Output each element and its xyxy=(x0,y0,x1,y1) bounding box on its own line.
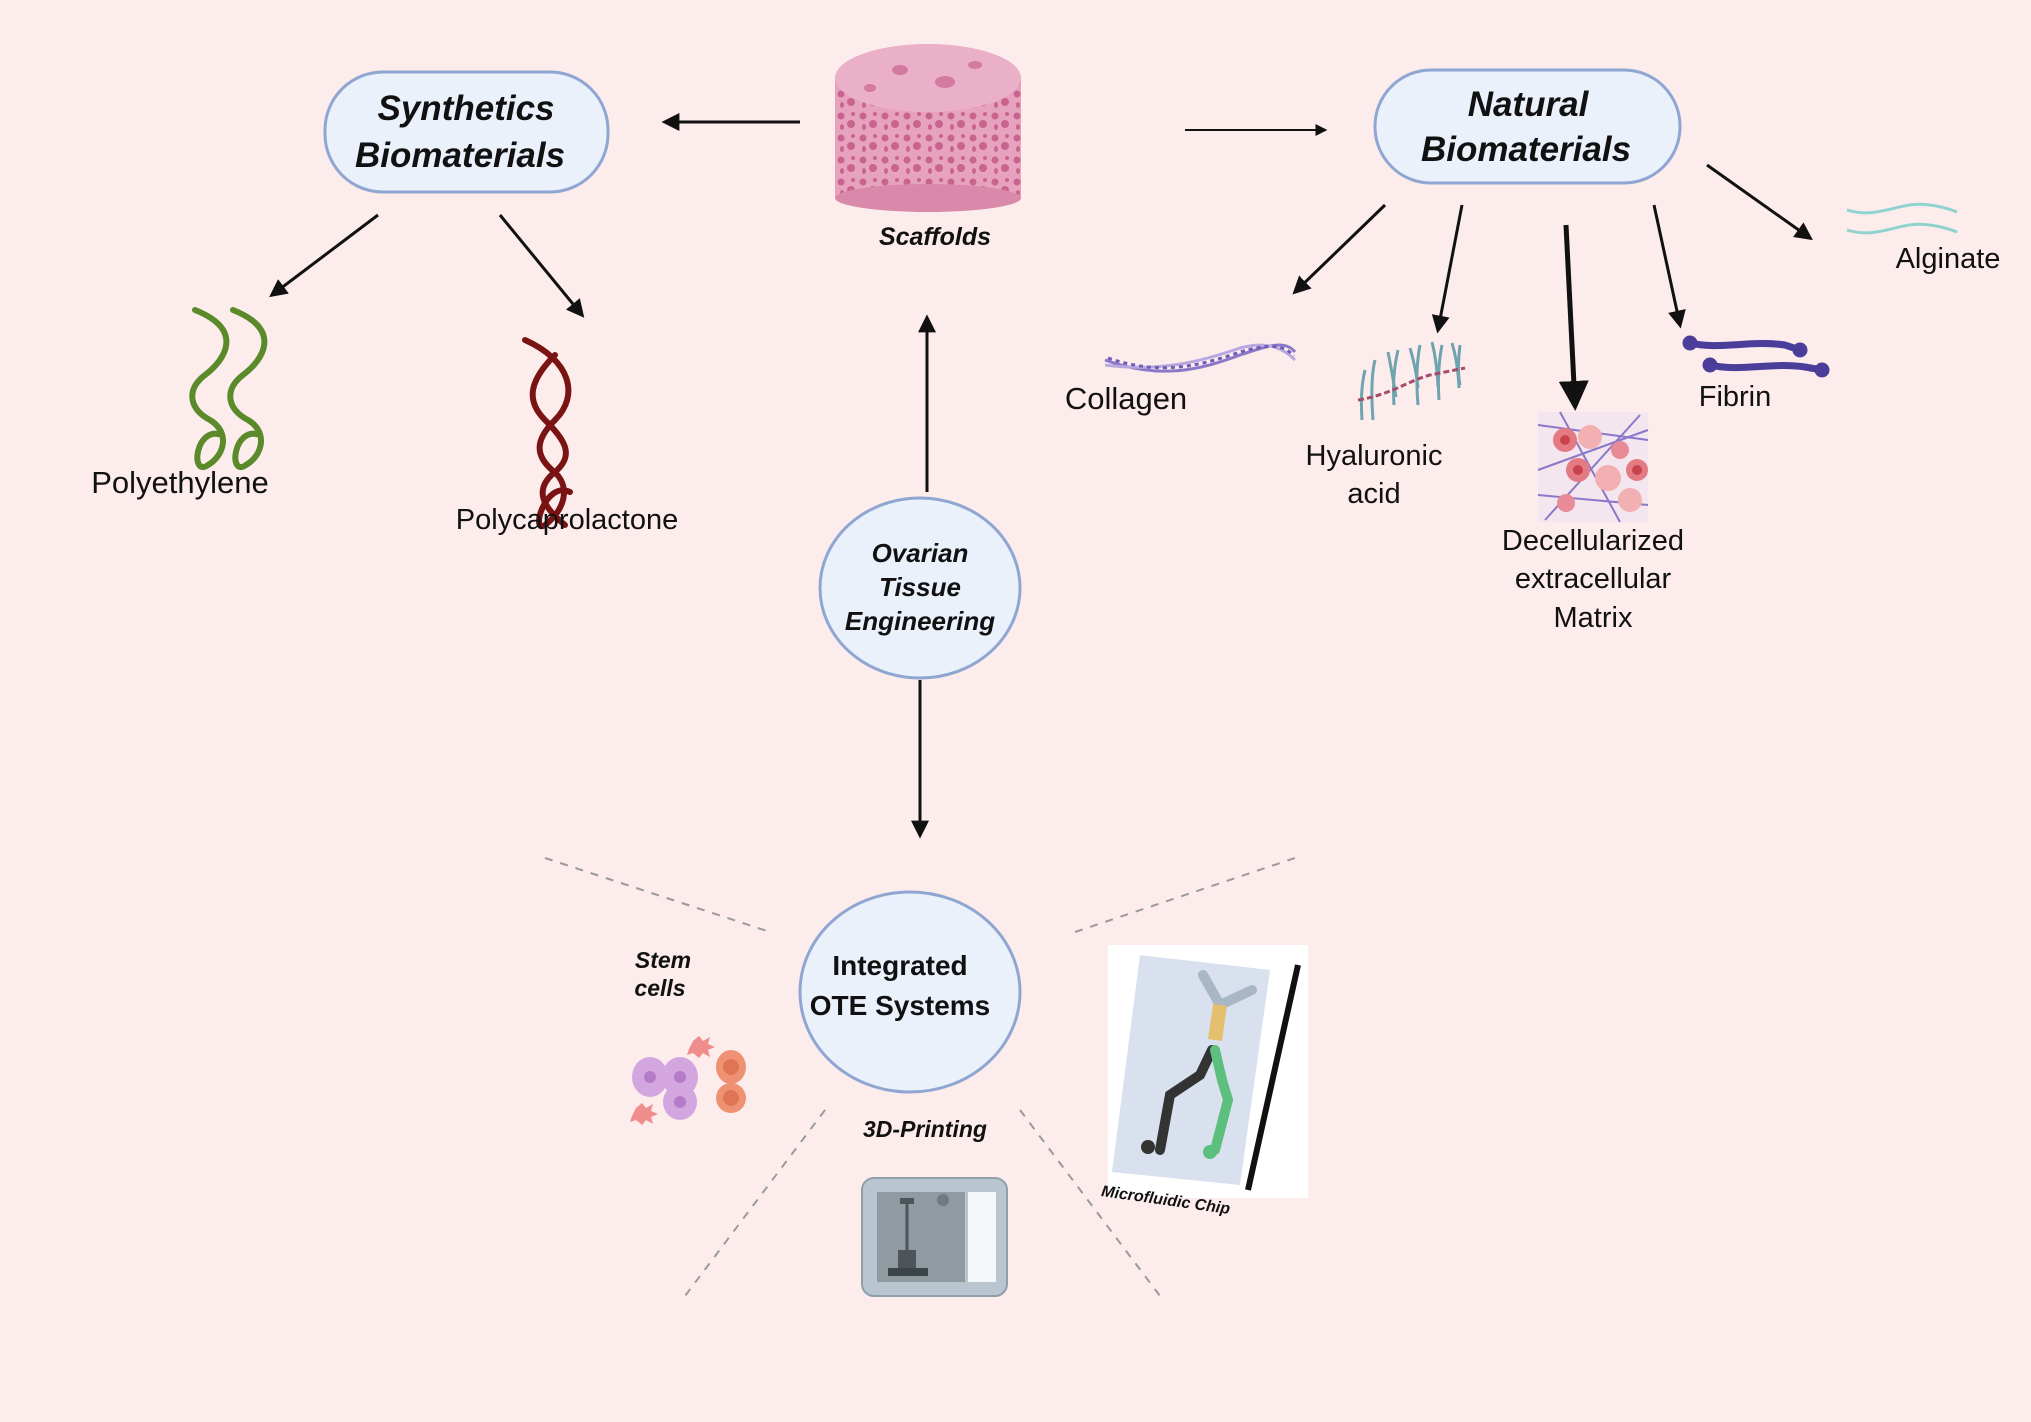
arrow-synthetic-to-polycaprolactone xyxy=(498,214,585,318)
alginate-icon xyxy=(1846,202,1958,235)
arrows xyxy=(269,113,1813,839)
dashed-separators xyxy=(544,857,1296,1297)
arrow-synthetic-to-polyethylene xyxy=(269,213,379,298)
collagen-label: Collagen xyxy=(1065,381,1187,416)
decm-label-line2: extracellular xyxy=(1515,563,1672,595)
natural-title-line2: Biomaterials xyxy=(1421,130,1631,169)
3d-printer-icon xyxy=(861,1177,1008,1297)
scaffolds-label: Scaffolds xyxy=(879,223,991,251)
center-line2: Tissue xyxy=(879,572,961,602)
stem-cells-icon xyxy=(630,1036,746,1125)
arrow-natural-to-hyaluronic xyxy=(1431,204,1464,334)
polyethylene-icon xyxy=(189,307,268,470)
hyaluronic-label-line1: Hyaluronic xyxy=(1306,440,1443,472)
decm-label-line3: Matrix xyxy=(1554,602,1633,634)
polyethylene-label: Polyethylene xyxy=(91,465,269,500)
integrated-title-line1: Integrated xyxy=(832,950,967,981)
natural-biomaterials-node: Natural Biomaterials xyxy=(1373,68,1682,185)
stem-cells-label-line1: Stem xyxy=(635,947,691,973)
alginate-label: Alginate xyxy=(1896,243,2001,275)
center-line3: Engineering xyxy=(845,606,995,636)
polycaprolactone-label: Polycaprolactone xyxy=(456,504,678,536)
decellularized-ecm-icon xyxy=(1537,411,1649,523)
natural-title-line1: Natural xyxy=(1468,85,1590,124)
decm-label-line1: Decellularized xyxy=(1502,525,1684,557)
integrated-ote-systems-node: Integrated OTE Systems xyxy=(798,890,1022,1094)
3d-printing-label: 3D-Printing xyxy=(863,1116,987,1142)
arrow-natural-to-decm xyxy=(1558,224,1589,411)
synthetic-biomaterials-node: Synthetics Biomaterials xyxy=(323,70,610,194)
arrow-natural-to-collagen xyxy=(1292,203,1387,295)
arrow-natural-to-alginate xyxy=(1706,163,1813,241)
polycaprolactone-icon xyxy=(522,337,573,530)
scaffold-icon xyxy=(835,44,1021,212)
integrated-title-line2: OTE Systems xyxy=(810,990,991,1021)
stem-cells-label-line2: cells xyxy=(634,975,685,1001)
fibrin-label: Fibrin xyxy=(1699,381,1772,413)
hyaluronic-label-line2: acid xyxy=(1347,478,1400,510)
synthetic-title-line1: Synthetics xyxy=(378,89,555,128)
fibrin-icon xyxy=(1682,335,1830,378)
hyaluronic-acid-icon xyxy=(1357,341,1466,421)
collagen-icon xyxy=(1104,343,1297,373)
microfluidic-chip-icon xyxy=(1108,945,1308,1198)
center-line1: Ovarian xyxy=(872,538,969,568)
center-node-ovarian-tissue-engineering: Ovarian Tissue Engineering xyxy=(818,496,1022,680)
arrow-natural-to-fibrin xyxy=(1652,204,1686,329)
synthetic-title-line2: Biomaterials xyxy=(355,136,565,175)
